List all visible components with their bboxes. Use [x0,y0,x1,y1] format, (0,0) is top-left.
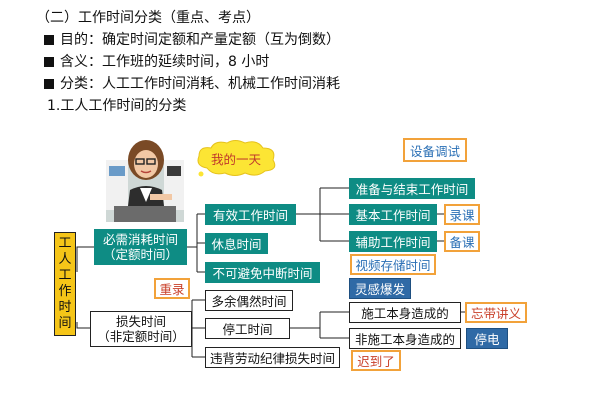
node-effective-time: 有效工作时间 [205,204,296,225]
note-rerecord: 重录 [154,278,190,299]
bullet-square-icon [44,79,54,89]
node-lost-time: 损失时间 （非定额时间） [90,311,192,347]
node-extra-time: 多余偶然时间 [205,290,293,311]
cloud-text: 我的一天 [210,152,261,167]
note-late: 迟到了 [351,350,401,371]
section-heading: 1.工人工作时间的分类 [47,98,187,114]
node-rest-time: 休息时间 [205,233,268,254]
bullet-square-icon [44,57,54,67]
node-necessary-line2: （定额时间） [102,247,178,262]
note-forgot-handout: 忘带讲义 [465,302,527,323]
node-basic-work-time: 基本工作时间 [349,204,437,225]
node-stop-by-construction: 施工本身造成的 [349,302,461,323]
bullet-meaning: 含义：工作班的延续时间，8 小时 [44,53,269,71]
bullet-purpose: 目的：确定时间定额和产量定额（互为倒数） [44,31,340,49]
root-node-worker-time: 工人工作时间 [54,232,76,336]
node-necessary-time: 必需消耗时间 （定额时间） [94,229,187,265]
note-inspiration: 灵感爆发 [349,278,411,299]
node-discipline-violation-time: 违背劳动纪律损失时间 [205,347,340,368]
node-stop-not-by-construction: 非施工本身造成的 [349,328,461,349]
node-lost-line2: （非定额时间） [97,329,185,344]
node-lost-line1: 损失时间 [115,314,166,329]
cloud-icon [197,140,276,177]
page-title: （二）工作时间分类（重点、考点） [36,10,260,26]
node-auxiliary-work-time: 辅助工作时间 [349,231,437,252]
note-power-outage: 停电 [466,328,508,349]
bullet-text: 分类：人工工作时间消耗、机械工作时间消耗 [60,76,340,92]
teacher-illustration [106,138,184,222]
teacher-avatar-icon [106,140,184,222]
bullet-text: 含义：工作班的延续时间，8 小时 [60,54,270,70]
bullet-square-icon [44,35,54,45]
note-prepare-class: 备课 [444,231,480,252]
node-unavoidable-interruption: 不可避免中断时间 [205,262,320,283]
note-record-class: 录课 [444,204,480,225]
note-video-storage: 视频存储时间 [350,254,436,275]
node-prep-finish-time: 准备与结束工作时间 [349,178,475,199]
thought-cloud: 我的一天 [193,138,279,178]
node-stoppage-time: 停工时间 [205,318,290,339]
node-necessary-line1: 必需消耗时间 [102,232,178,247]
note-device-debug: 设备调试 [403,138,467,162]
bullet-text: 目的：确定时间定额和产量定额（互为倒数） [60,32,340,48]
bullet-classification: 分类：人工工作时间消耗、机械工作时间消耗 [44,75,340,93]
